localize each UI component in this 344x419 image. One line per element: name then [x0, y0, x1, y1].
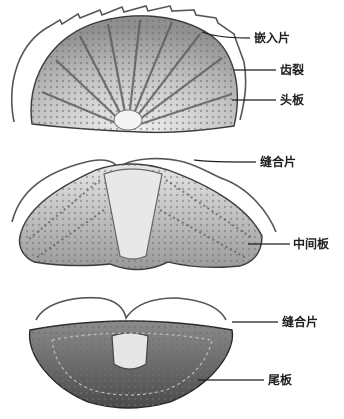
label-slits: 齿裂	[280, 63, 304, 77]
label-tail-valve: 尾板	[268, 373, 292, 387]
label-head-valve: 头板	[280, 93, 304, 107]
tail-sutural-laminae	[36, 298, 226, 320]
label-girdle-tail: 缝合片	[282, 315, 318, 329]
leader-girdle-intermediate	[194, 160, 256, 162]
tail-valve-figure	[30, 298, 233, 408]
label-insert-plate: 嵌入片	[254, 31, 290, 45]
intermediate-valve-figure	[12, 159, 276, 270]
head-valve-figure	[12, 6, 246, 132]
label-girdle-intermediate: 缝合片	[260, 155, 296, 169]
label-intermediate-valve: 中间板	[293, 237, 329, 251]
tail-mucro-area	[112, 333, 148, 369]
